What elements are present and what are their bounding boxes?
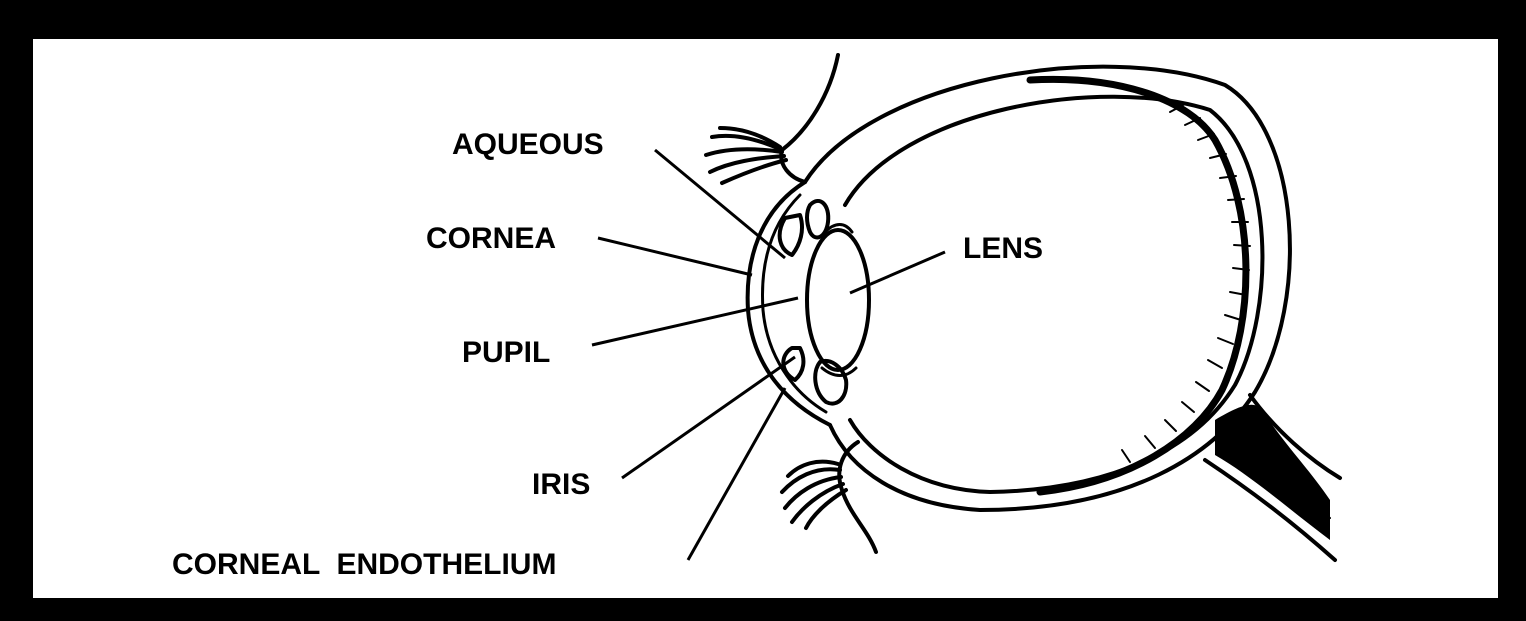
label-corneal-endothelium: CORNEAL ENDOTHELIUM: [172, 548, 556, 581]
label-aqueous: AQUEOUS: [452, 128, 604, 161]
label-cornea: CORNEA: [426, 222, 556, 255]
label-lens: LENS: [963, 232, 1043, 265]
label-iris: IRIS: [532, 468, 590, 501]
label-pupil: PUPIL: [462, 336, 550, 369]
